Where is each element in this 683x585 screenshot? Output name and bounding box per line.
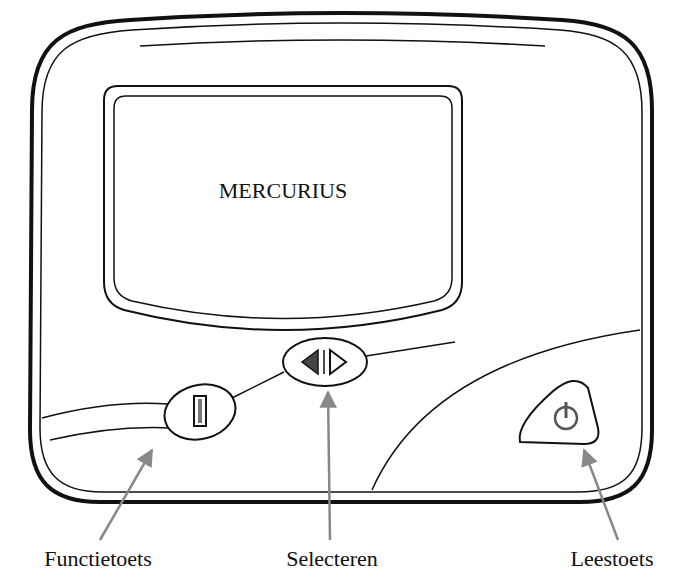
part-label: Functietoets: [42, 546, 154, 572]
housing-top-line: [140, 40, 545, 46]
screen-outline: [104, 86, 462, 330]
display-screen: MERCURIUS: [100, 82, 466, 352]
groove-line: [50, 428, 172, 441]
select-button: [283, 338, 367, 386]
groove-line: [366, 342, 455, 356]
screen-text: MERCURIUS: [100, 82, 466, 204]
part-label: Selecteren: [284, 546, 380, 572]
function-button-symbol-fill: [198, 399, 202, 423]
pager-housing-inner: [40, 23, 642, 492]
read-button: [520, 381, 599, 444]
power-symbol: [565, 402, 568, 418]
select-right-arrow: [330, 350, 346, 374]
leader-arrow: [100, 450, 152, 540]
select-left-arrow: [302, 350, 318, 374]
function-button: [158, 377, 242, 448]
leader-arrow: [328, 392, 330, 540]
part-label: Leestoets: [568, 546, 655, 572]
screen-outline: [100, 82, 466, 352]
function-button-symbol: [194, 396, 206, 426]
select-divider: [323, 350, 325, 374]
leader-arrow: [584, 450, 618, 540]
pager-housing: [30, 13, 652, 502]
groove-line: [42, 403, 168, 418]
groove-line: [232, 372, 284, 398]
screen-outline: [114, 96, 452, 319]
section-curve: [372, 330, 640, 490]
